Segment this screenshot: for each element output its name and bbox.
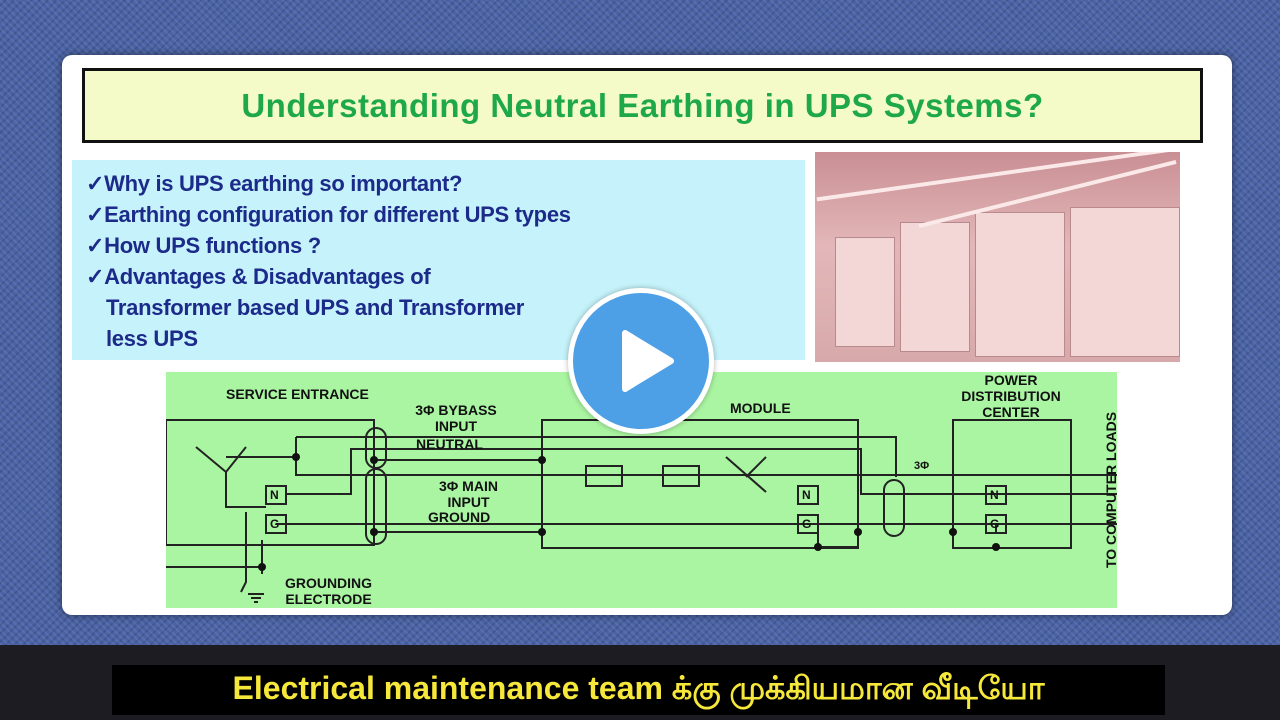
bullet-item: Transformer based UPS and Transformer [106,295,525,320]
terminal-g: G [802,517,812,531]
bullet-item: less UPS [106,326,198,351]
label-main-input: 3Φ MAIN INPUT [439,478,498,510]
label-ground: GROUND [428,509,491,525]
bullet-item: ✓How UPS functions ? [86,233,321,258]
label-bypass: 3Φ BYBASS INPUT [415,402,497,434]
bullet-item: ✓Advantages & Disadvantages of [86,264,431,289]
caption-text: Electrical maintenance team க்கு முக்கிய… [232,669,1045,706]
label-ups-module: MODULE [730,400,791,416]
ups-room-photo [815,152,1180,362]
slide-title: Understanding Neutral Earthing in UPS Sy… [241,86,1044,124]
bullet-item: ✓Why is UPS earthing so important? [86,171,463,196]
label-grounding-electrode: GROUNDING ELECTRODE [284,575,373,607]
terminal-g: G [270,517,280,531]
terminal-n: N [802,488,811,502]
bullet-item: ✓Earthing configuration for different UP… [86,202,571,227]
terminal-g: G [990,517,1000,531]
slide-title-box: Understanding Neutral Earthing in UPS Sy… [82,68,1203,143]
label-computer-loads: TO COMPUTER LOADS [1103,411,1119,569]
play-icon [622,330,674,392]
caption-box: Electrical maintenance team க்கு முக்கிய… [112,665,1165,715]
label-pdc: POWER DISTRIBUTION CENTER [961,372,1061,420]
label-neutral: NEUTRAL [416,436,483,452]
label-3-phase: 3Φ [914,460,930,472]
terminal-n: N [270,488,279,502]
circuit-lines [166,419,1117,603]
play-button[interactable] [568,288,714,434]
label-service-entrance: SERVICE ENTRANCE [226,386,369,402]
terminal-n: N [990,488,999,502]
